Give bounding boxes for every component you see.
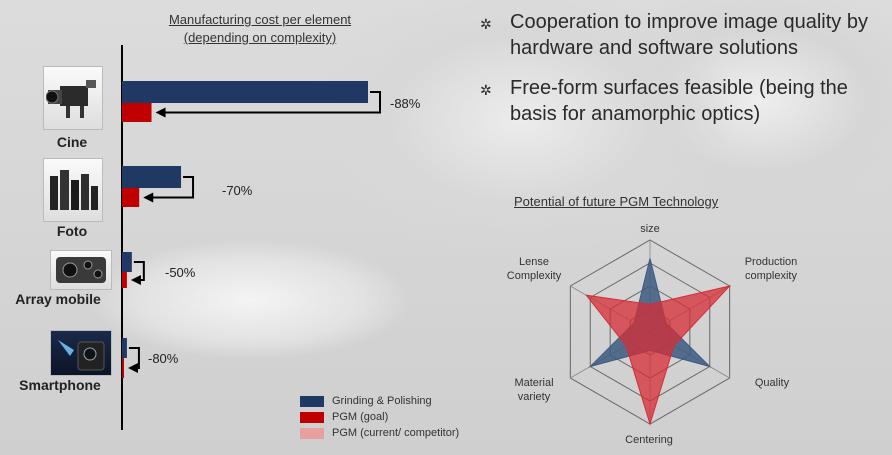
radar-chart: [569, 239, 732, 426]
radar-chart-title: Potential of future PGM Technology: [514, 194, 719, 209]
reduction-label-foto: -70%: [222, 183, 253, 198]
bullet-list: ✲ Cooperation to improve image quality b…: [480, 9, 870, 127]
gear-bullet-icon: ✲: [480, 16, 492, 32]
legend-label: PGM (goal): [332, 411, 389, 423]
bullet-item: ✲ Cooperation to improve image quality b…: [480, 11, 868, 59]
category-label-cine: Cine: [56, 134, 88, 150]
legend-item-pgm-goal: PGM (goal): [300, 409, 459, 425]
bar-grinding: [122, 166, 182, 188]
bar-grinding: [122, 338, 127, 358]
reduction-label-array-mobile: -50%: [165, 265, 196, 280]
radar-axis-label-material: Material variety: [514, 377, 554, 403]
legend-item-grinding: Grinding & Polishing: [300, 393, 459, 409]
bar-grinding: [122, 252, 132, 272]
category-label-array-mobile: Array mobile: [15, 291, 101, 307]
legend-label: Grinding & Polishing: [332, 395, 432, 407]
reduction-arrow: [151, 176, 195, 199]
reduction-label-smartphone: -80%: [148, 351, 179, 366]
bar-legend: Grinding & Polishing PGM (goal) PGM (cur…: [300, 393, 459, 441]
radar-axis-label-quality: Quality: [754, 377, 790, 389]
radar-axis-label-centering: Centering: [625, 434, 673, 446]
bar-chart: [121, 45, 381, 430]
legend-swatch: [300, 427, 324, 439]
legend-swatch: [300, 411, 324, 423]
radar-axis-label-production: Production complexity: [744, 256, 798, 282]
legend-swatch: [300, 395, 324, 407]
reduction-arrowhead: [128, 363, 138, 373]
bar-pgm-goal: [122, 358, 124, 378]
photo-lenses-icon: [43, 158, 103, 222]
category-label-foto: Foto: [56, 223, 88, 239]
reduction-label-cine: -88%: [390, 96, 421, 111]
legend-label: PGM (current/ competitor): [332, 427, 460, 439]
reduction-arrowhead: [130, 275, 141, 285]
smartphone-icon: [50, 330, 112, 376]
reduction-arrowhead: [155, 107, 166, 118]
reduction-arrow: [163, 91, 381, 114]
bar-chart-title: Manufacturing cost per element (dependin…: [168, 12, 352, 45]
legend-item-pgm-current: PGM (current/ competitor): [300, 425, 459, 441]
array-module-icon: [50, 250, 112, 290]
category-label-smartphone: Smartphone: [19, 377, 101, 393]
gear-bullet-icon: ✲: [480, 82, 492, 98]
bullet-item: ✲ Free-form surfaces feasible (being the…: [480, 77, 848, 125]
bar-grinding: [122, 81, 368, 103]
radar-axis-label-lense: Lense Complexity: [506, 256, 562, 282]
reduction-arrow: [133, 261, 145, 281]
radar-area-pgm: [585, 285, 732, 426]
cine-camera-icon: [43, 66, 103, 130]
bar-pgm-goal: [122, 103, 152, 122]
bar-pgm-goal: [122, 188, 140, 207]
bar-pgm-goal: [122, 272, 127, 288]
reduction-arrowhead: [143, 192, 154, 203]
radar-axis-label-size: size: [640, 223, 660, 235]
